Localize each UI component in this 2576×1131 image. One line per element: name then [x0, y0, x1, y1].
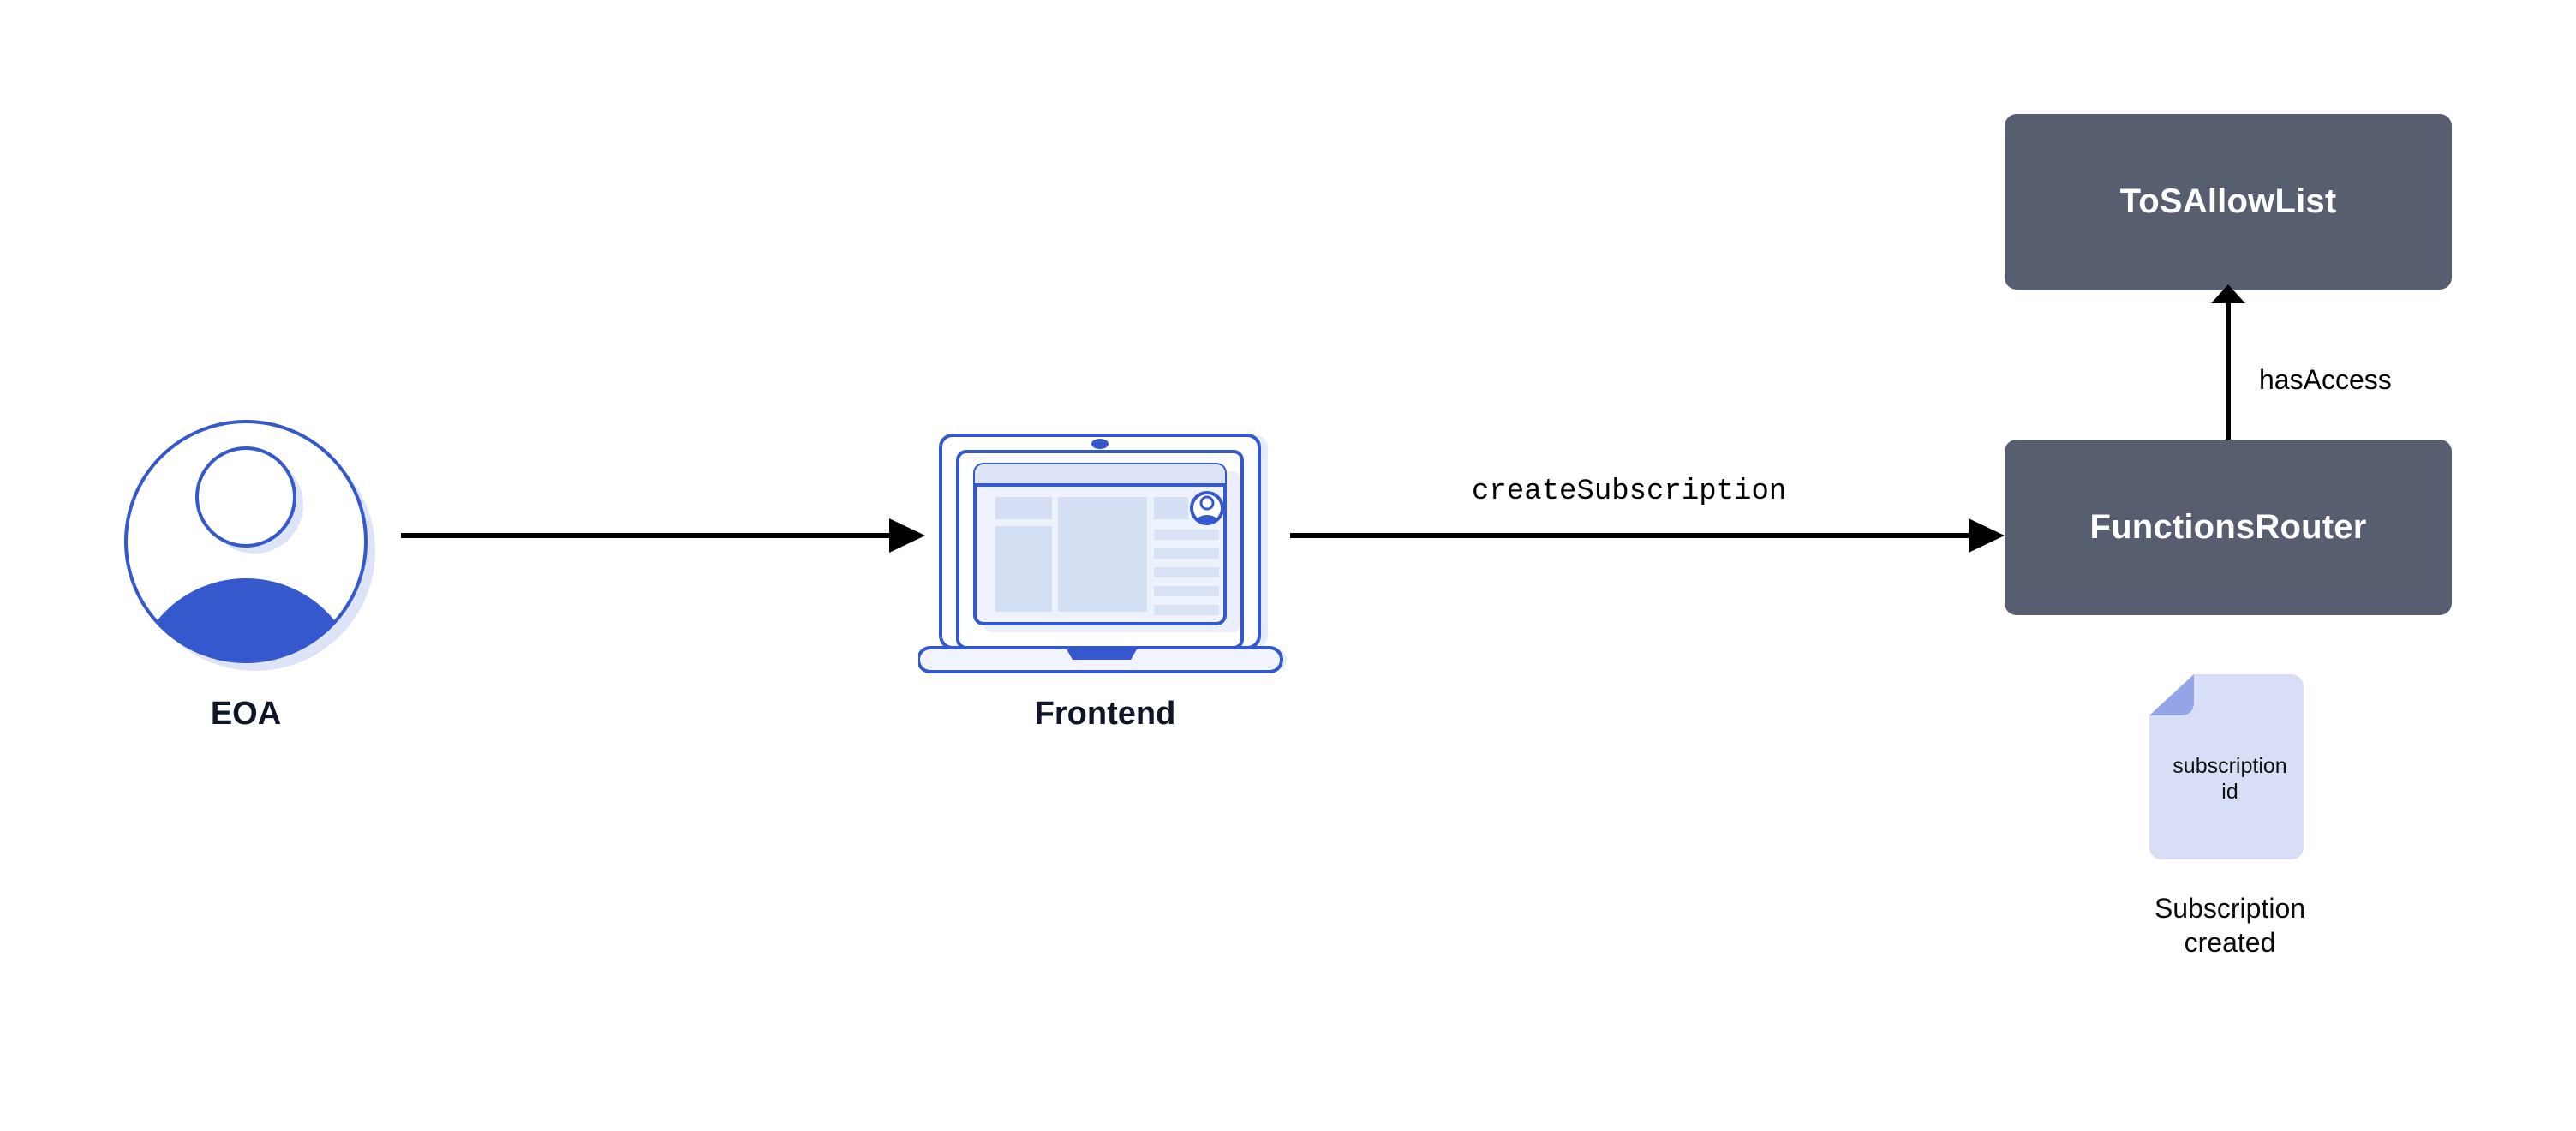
- edge-label-create-subscription: createSubscription: [1472, 476, 1787, 508]
- document-icon: [2149, 674, 2304, 859]
- functions-router-label: FunctionsRouter: [2089, 508, 2367, 546]
- tos-allowlist-label: ToSAllowList: [2119, 183, 2337, 220]
- doc-body-line-1: subscription: [2173, 754, 2287, 778]
- frontend-caption: Frontend: [1034, 696, 1176, 732]
- eoa-avatar-icon: [120, 416, 377, 673]
- node-functions-router[interactable]: FunctionsRouter: [2005, 440, 2452, 615]
- doc-body-line-2: id: [2221, 779, 2238, 804]
- doc-caption-line-2: created: [2184, 927, 2276, 958]
- doc-caption-line-1: Subscription: [2154, 893, 2306, 924]
- arrow-frontend-to-functions-router: [1290, 518, 2005, 553]
- node-tos-allowlist[interactable]: ToSAllowList: [2005, 114, 2452, 290]
- subscription-document-icon: [2144, 673, 2316, 874]
- frontend-laptop-icon: [917, 427, 1287, 675]
- edge-label-has-access: hasAccess: [2259, 364, 2392, 395]
- subscription-document-body: subscription id: [2153, 754, 2307, 805]
- arrow-functions-router-to-tos-allowlist: [2211, 284, 2245, 441]
- user-avatar-icon: [124, 420, 375, 671]
- arrow-eoa-to-frontend: [401, 518, 925, 553]
- laptop-icon: [917, 434, 1287, 673]
- subscription-document-caption: Subscription created: [2101, 891, 2358, 960]
- eoa-caption: EOA: [210, 696, 282, 732]
